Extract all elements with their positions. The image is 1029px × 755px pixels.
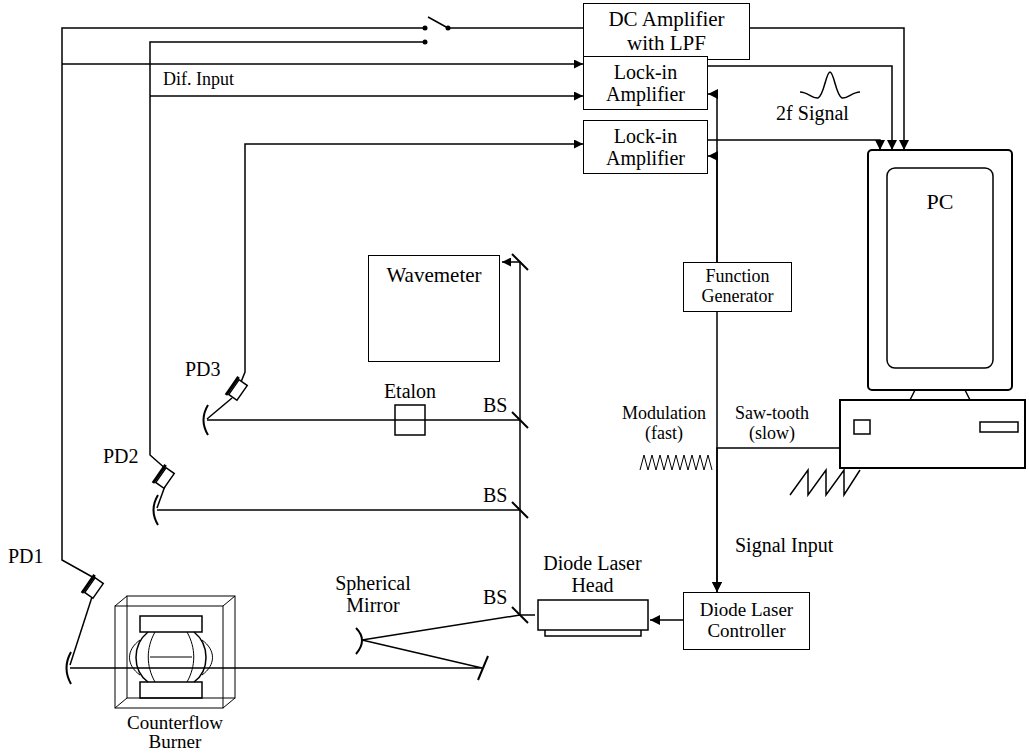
node-text: Wavemeter [386,264,481,287]
beam-splitter [512,502,528,518]
pd3-beam [207,398,232,419]
pd1-beam [70,597,92,665]
flat-mirror [478,656,488,680]
component-label: BS [483,484,513,506]
spherical-mirror [356,628,362,654]
signal-name: 2f Signal [760,102,865,124]
signal-connector [650,619,683,621]
signal-connector [708,156,717,262]
counterflow-burner [115,596,235,708]
signal-name: Modulation (fast) [618,404,710,444]
beam-splitter [512,412,528,428]
signal-connector [708,140,880,150]
node-text: Function Generator [688,267,787,307]
etalon [395,405,425,435]
wavemeter-beam [502,262,520,615]
laser-head-node: Diode Laser Head [535,552,650,632]
photodiode [153,465,175,490]
node-text: PC [887,190,993,214]
curved-mirror [67,652,72,684]
component-label: Spherical Mirror [318,572,428,616]
component-label: BS [483,394,513,416]
component-label: Counterflow Burner [100,713,250,751]
pc-drawing [840,150,1025,468]
detector-label: PD3 [185,358,230,380]
node-text: DC Amplifier with LPF [588,8,745,54]
pc-node: PC [840,150,1025,468]
controller-box: Diode Laser Controller [683,592,810,650]
pd2-beam [157,486,165,508]
signal-name: Saw-tooth (slow) [722,404,822,444]
reference-beam [157,509,520,511]
signal-connector [717,448,840,592]
detector-label: PD1 [8,545,53,567]
detector-label: PD2 [103,445,148,467]
amplifier-box: DC Amplifier with LPF [583,3,750,60]
modulation-waveform [640,455,712,470]
node-text: Lock-in Amplifier [588,61,703,105]
pd1-lockin-wire [62,63,583,65]
curved-mirror [154,495,159,525]
node-text: Diode Laser Controller [688,600,805,642]
component-label: Etalon [380,380,440,402]
2f-waveform [800,72,860,98]
curved-mirror [204,405,209,435]
switch-contacts [423,26,451,45]
lockin-box: Lock-in Amplifier [583,56,708,110]
flat-mirror [512,254,528,270]
input-name: Dif. Input [163,70,263,90]
generator-box: Function Generator [683,262,792,312]
etalon-beam [207,419,520,421]
beam-splitter [512,607,528,623]
node-text: Lock-in Amplifier [588,125,703,169]
wavemeter-box: Wavemeter [368,255,500,362]
signal-name: Signal Input [735,534,875,556]
lockin-box: Lock-in Amplifier [583,120,708,174]
signal-connector [708,94,717,262]
pd2-lockin-wire [150,95,583,97]
photodiode [226,377,248,402]
etalon-beam-inner [395,419,425,421]
signal-connector [708,66,892,150]
switch-output-wire [448,27,583,29]
laser-beam [520,614,535,616]
diode-laser-head-body [538,600,648,636]
photodiode [82,575,104,600]
switch-blade [428,17,448,28]
node-text: Diode Laser Head [535,552,650,596]
pd3-lockin-wire [241,144,583,382]
component-label: BS [483,586,513,608]
signal-connector [750,28,904,150]
sawtooth-waveform [790,470,860,495]
